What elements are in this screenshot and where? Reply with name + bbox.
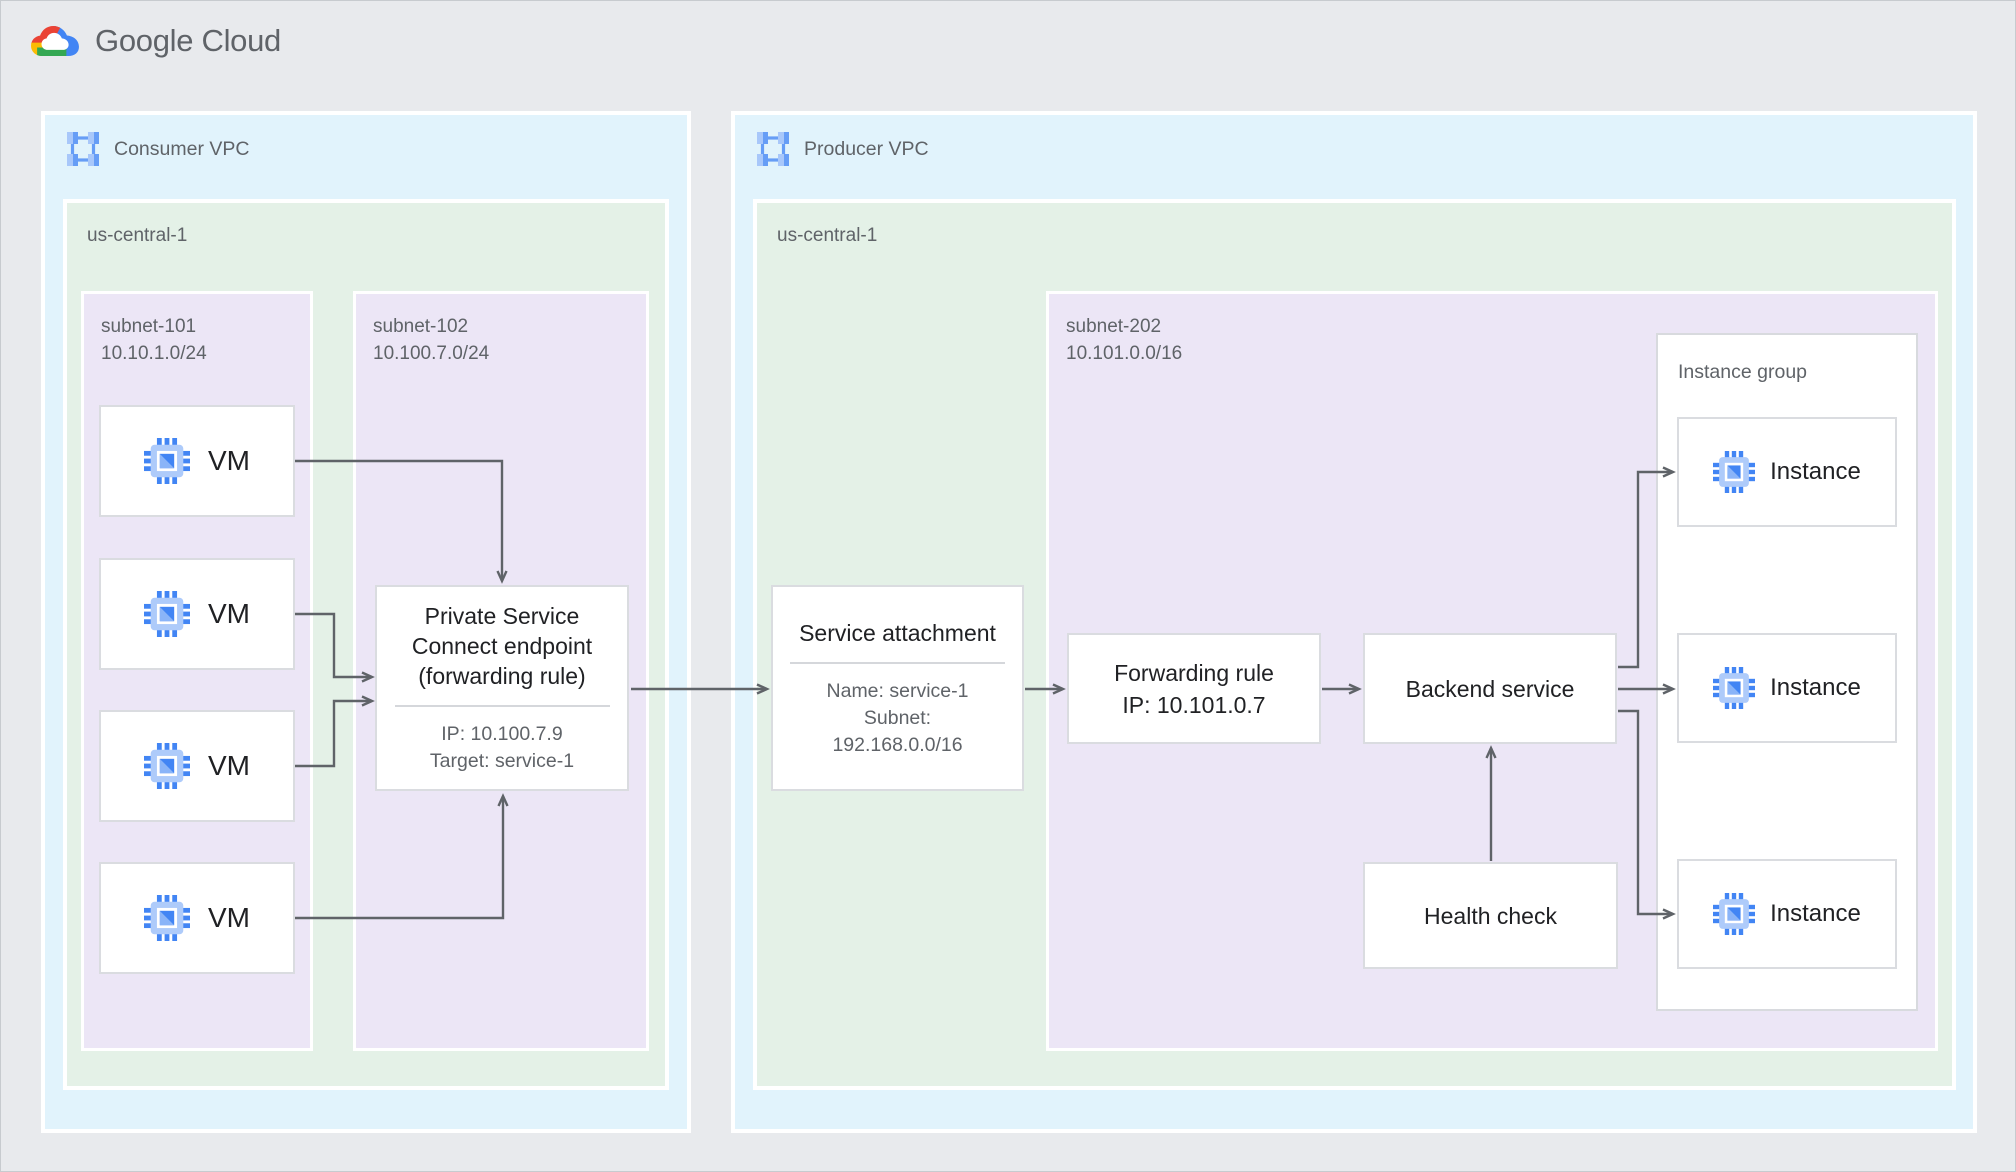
instance-label: Instance bbox=[1770, 674, 1861, 701]
forwarding-rule-title: Forwarding rule bbox=[1114, 659, 1274, 686]
subnet-101-label: subnet-101 10.10.1.0/24 bbox=[101, 313, 207, 367]
psc-title-line2: Connect endpoint bbox=[411, 633, 593, 659]
instance-node-2: Instance bbox=[1677, 633, 1897, 743]
instance-group-label: Instance group bbox=[1678, 361, 1808, 383]
vm-label: VM bbox=[208, 598, 250, 629]
forwarding-rule-node: Forwarding rule IP: 10.101.0.7 bbox=[1067, 633, 1321, 744]
psc-endpoint-title: Private Service Connect endpoint (forwar… bbox=[412, 601, 592, 691]
vm-node-1: VM bbox=[99, 405, 295, 517]
vm-node-4: VM bbox=[99, 862, 295, 974]
service-attachment-name: Name: service-1 bbox=[826, 679, 969, 702]
backend-service-title: Backend service bbox=[1405, 675, 1575, 702]
subnet-202-name: subnet-202 bbox=[1066, 316, 1162, 337]
instance-label: Instance bbox=[1770, 900, 1861, 927]
consumer-vpc: Consumer VPC us-central-1 subnet-101 10.… bbox=[41, 111, 691, 1133]
health-check-node: Health check bbox=[1363, 862, 1618, 969]
compute-engine-icon bbox=[1713, 451, 1755, 493]
subnet-202-label: subnet-202 10.101.0.0/16 bbox=[1066, 313, 1182, 367]
compute-engine-icon bbox=[144, 438, 190, 484]
health-check-title: Health check bbox=[1424, 902, 1557, 929]
subnet-102: subnet-102 10.100.7.0/24 Private Service… bbox=[353, 291, 649, 1051]
subnet-202: subnet-202 10.101.0.0/16 Forwarding rule… bbox=[1046, 291, 1938, 1051]
psc-title-line3: (forwarding rule) bbox=[418, 663, 586, 689]
subnet-101-cidr: 10.10.1.0/24 bbox=[101, 343, 207, 364]
subnet-101-name: subnet-101 bbox=[101, 316, 197, 337]
producer-region: us-central-1 Service attachment Name: se… bbox=[753, 199, 1956, 1090]
compute-engine-icon bbox=[144, 591, 190, 637]
producer-vpc: Producer VPC us-central-1 Service attach… bbox=[731, 111, 1977, 1133]
consumer-region: us-central-1 subnet-101 10.10.1.0/24 VM … bbox=[63, 199, 669, 1090]
google-cloud-logo-icon bbox=[31, 25, 79, 57]
service-attachment-subnet-label: Subnet: bbox=[863, 706, 932, 729]
psc-target: Target: service-1 bbox=[429, 750, 575, 772]
subnet-202-cidr: 10.101.0.0/16 bbox=[1066, 343, 1183, 364]
vm-label: VM bbox=[208, 750, 250, 781]
instance-node-1: Instance bbox=[1677, 417, 1897, 527]
compute-engine-icon bbox=[1713, 893, 1755, 935]
service-attachment-node: Service attachment Name: service-1 Subne… bbox=[771, 585, 1024, 791]
divider bbox=[790, 661, 1005, 664]
forwarding-rule-ip: IP: 10.101.0.7 bbox=[1122, 691, 1266, 718]
subnet-102-name: subnet-102 bbox=[373, 316, 469, 337]
service-attachment-title: Service attachment bbox=[799, 619, 996, 646]
service-attachment-details: Name: service-1 Subnet: 192.168.0.0/16 bbox=[827, 678, 969, 759]
vm-node-3: VM bbox=[99, 710, 295, 822]
backend-service-node: Backend service bbox=[1363, 633, 1617, 744]
subnet-101: subnet-101 10.10.1.0/24 VM VM VM V bbox=[81, 291, 313, 1051]
service-attachment-subnet-cidr: 192.168.0.0/16 bbox=[832, 733, 963, 756]
instance-label: Instance bbox=[1770, 458, 1861, 485]
psc-title-line1: Private Service bbox=[424, 603, 580, 629]
vpc-icon bbox=[65, 131, 101, 167]
compute-engine-icon bbox=[144, 895, 190, 941]
producer-vpc-label: Producer VPC bbox=[804, 138, 929, 160]
consumer-region-label: us-central-1 bbox=[87, 225, 188, 246]
instance-group: Instance group Instance Instance Instanc… bbox=[1656, 333, 1918, 1011]
vm-label: VM bbox=[208, 902, 250, 933]
psc-endpoint-details: IP: 10.100.7.9 Target: service-1 bbox=[430, 721, 574, 775]
psc-endpoint-node: Private Service Connect endpoint (forwar… bbox=[375, 585, 629, 791]
instance-node-3: Instance bbox=[1677, 859, 1897, 969]
google-cloud-logo: Google Cloud bbox=[29, 17, 349, 65]
divider bbox=[394, 705, 610, 707]
brand-name: Google Cloud bbox=[95, 23, 281, 58]
producer-region-label: us-central-1 bbox=[777, 225, 878, 246]
vm-node-2: VM bbox=[99, 558, 295, 670]
compute-engine-icon bbox=[144, 743, 190, 789]
vpc-icon bbox=[755, 131, 791, 167]
forwarding-rule-text: Forwarding rule IP: 10.101.0.7 bbox=[1114, 657, 1274, 721]
vm-label: VM bbox=[208, 445, 250, 476]
psc-ip: IP: 10.100.7.9 bbox=[441, 723, 563, 745]
subnet-102-label: subnet-102 10.100.7.0/24 bbox=[373, 313, 489, 367]
compute-engine-icon bbox=[1713, 667, 1755, 709]
subnet-102-cidr: 10.100.7.0/24 bbox=[373, 343, 490, 364]
consumer-vpc-label: Consumer VPC bbox=[114, 138, 250, 160]
